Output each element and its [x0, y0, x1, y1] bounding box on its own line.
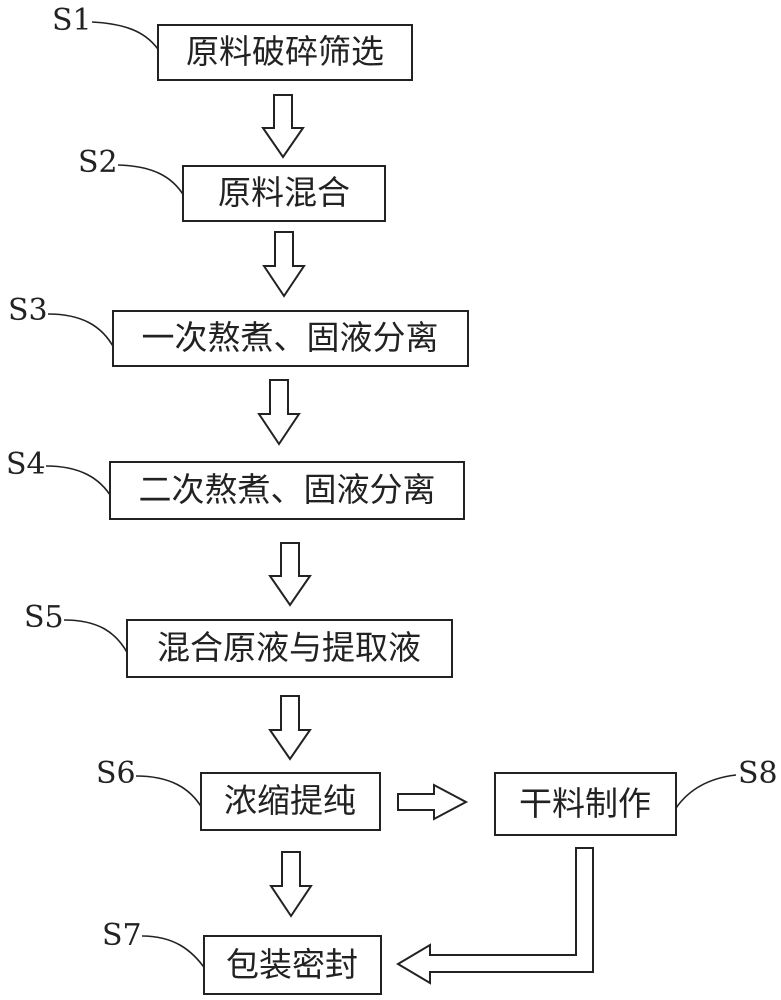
leader-line-s3	[47, 313, 115, 349]
step-box-s4	[109, 461, 465, 520]
leader-line-s4	[45, 465, 113, 499]
step-label-s8: S8	[738, 756, 778, 791]
arrow-s1-to-s2	[261, 94, 305, 159]
arrow-s8-to-s7	[396, 847, 594, 985]
arrow-s2-to-s3	[262, 231, 306, 298]
arrow-s3-to-s4	[257, 379, 301, 446]
step-label-s1: S1	[52, 3, 92, 38]
arrow-s4-to-s5	[268, 542, 312, 607]
leader-line-s6	[135, 775, 203, 809]
arrow-s6-to-s8	[397, 783, 469, 821]
step-label-s6: S6	[96, 756, 136, 791]
step-box-s5	[126, 619, 453, 678]
step-text-s2: 原料混合	[218, 173, 350, 212]
step-label-s7: S7	[102, 918, 142, 953]
step-box-s8	[494, 772, 677, 836]
step-box-s6	[200, 772, 381, 831]
step-label-s4: S4	[6, 447, 46, 482]
step-box-s2	[182, 165, 386, 222]
step-text-s6: 浓缩提纯	[224, 781, 356, 820]
step-text-s7: 包装密封	[226, 945, 358, 984]
step-label-s3: S3	[8, 293, 48, 328]
step-text-s5: 混合原液与提取液	[157, 628, 421, 667]
step-text-s8: 干料制作	[519, 784, 651, 823]
step-label-s2: S2	[78, 145, 118, 180]
arrow-s6-to-s7	[269, 851, 313, 918]
step-box-s1	[157, 24, 413, 81]
leader-line-s1	[91, 21, 161, 53]
step-label-s5: S5	[24, 600, 64, 635]
leader-line-s5	[63, 619, 129, 655]
step-text-s1: 原料破碎筛选	[186, 32, 384, 71]
leader-line-s8	[675, 774, 737, 809]
step-text-s3: 一次熬煮、固液分离	[142, 318, 439, 357]
step-text-s4: 二次熬煮、固液分离	[139, 470, 436, 509]
arrow-s5-to-s6	[268, 695, 312, 761]
leader-line-s2	[117, 164, 185, 197]
leader-line-s7	[141, 935, 207, 971]
step-box-s3	[112, 310, 469, 367]
step-box-s7	[203, 935, 382, 995]
